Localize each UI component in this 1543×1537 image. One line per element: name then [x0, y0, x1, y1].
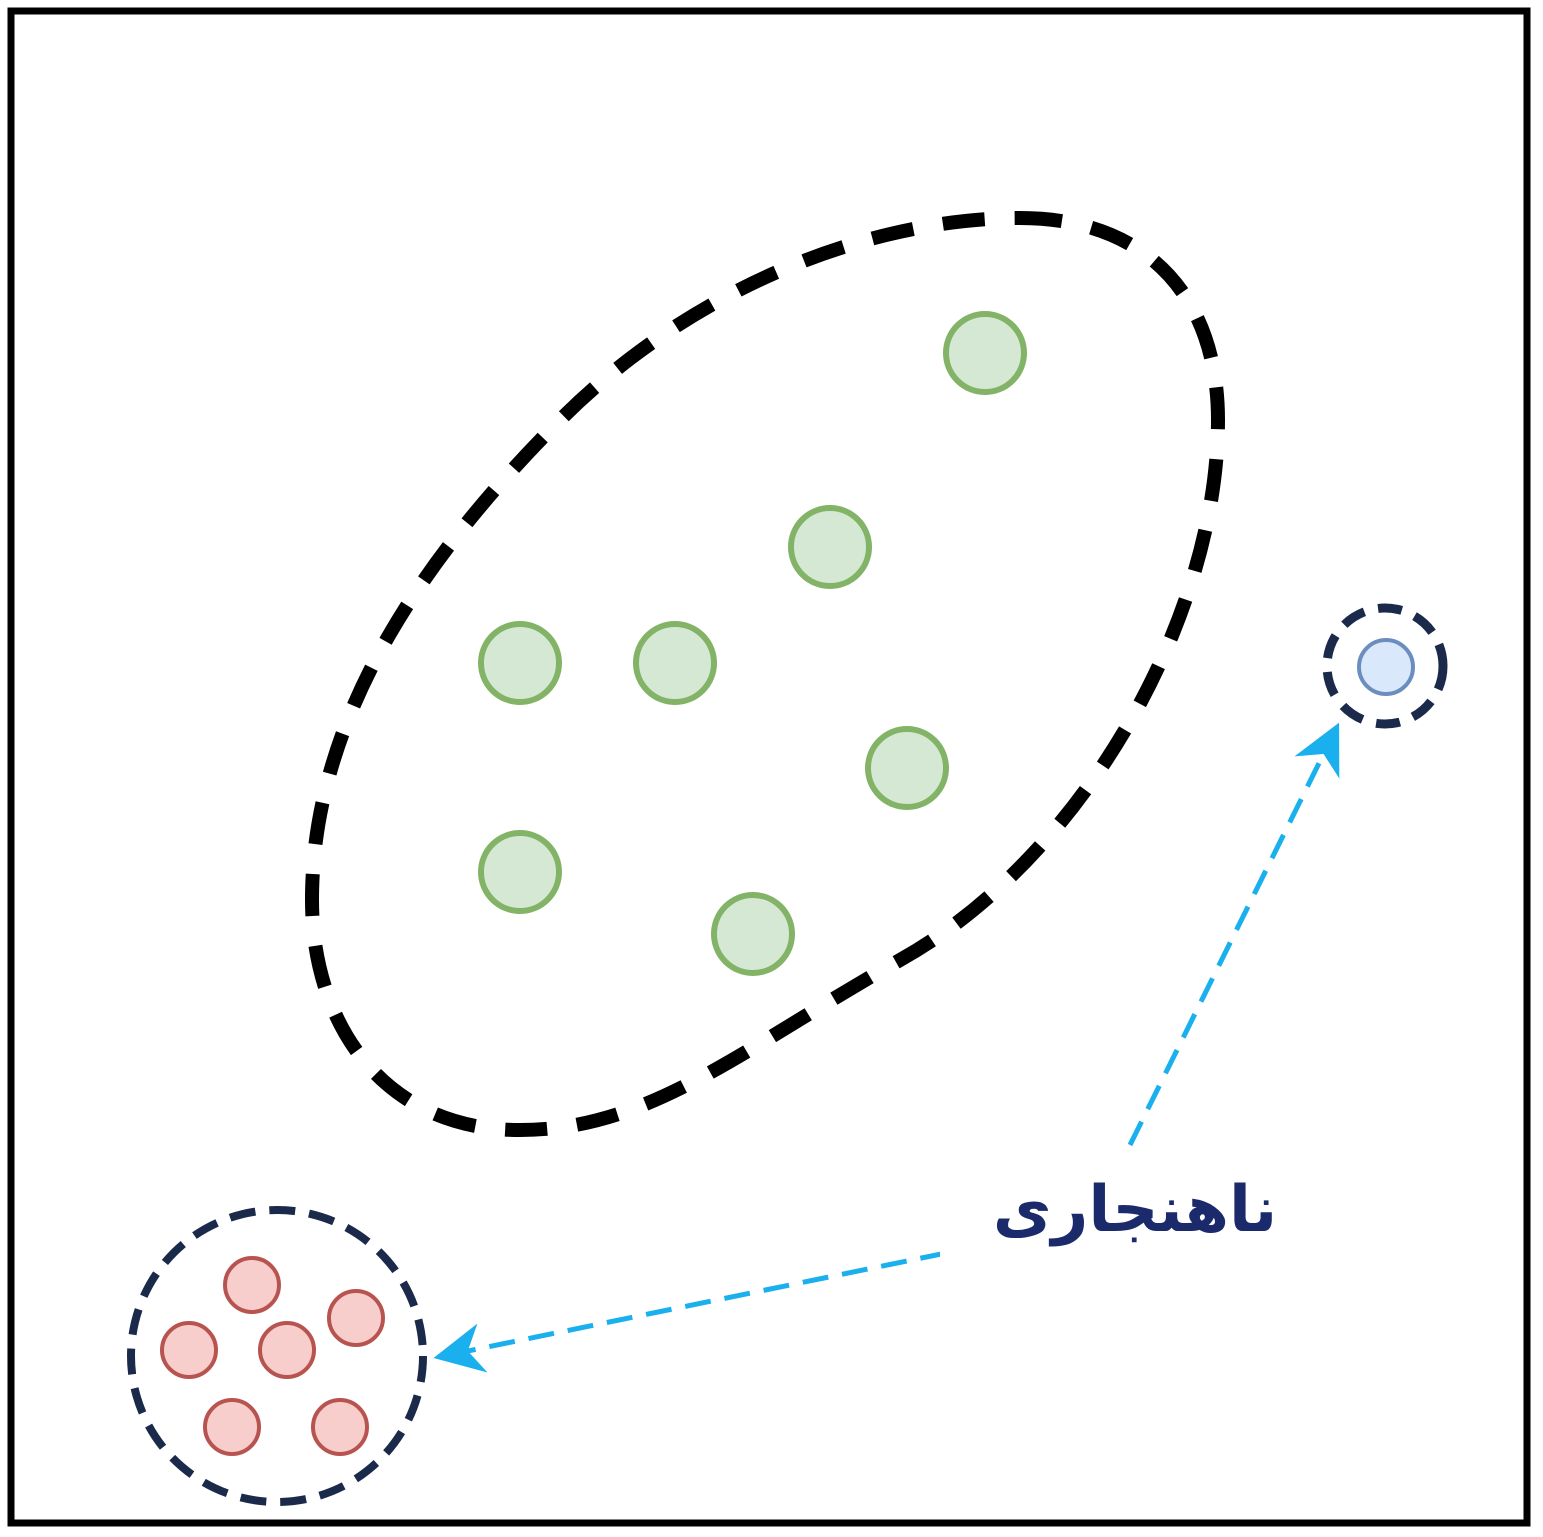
normal-points — [478, 311, 1027, 976]
single-anomaly-point — [1357, 638, 1415, 696]
arrow-to-single-anomaly — [1127, 722, 1340, 1147]
normal-point — [633, 621, 717, 705]
arrow-to-anomaly-group — [433, 1242, 986, 1373]
anomaly-group-point — [223, 1256, 281, 1314]
normal-point — [943, 311, 1027, 395]
anomaly-group-point — [160, 1321, 218, 1379]
normal-point — [788, 505, 872, 589]
anomaly-group-point — [203, 1398, 261, 1456]
normal-point — [865, 726, 949, 810]
anomaly-group-ring — [127, 1206, 427, 1506]
normal-cluster-boundary — [304, 210, 1226, 1138]
single-anomaly-ring — [1322, 603, 1448, 729]
anomaly-group-point — [311, 1398, 369, 1456]
anomaly-group-point — [258, 1321, 316, 1379]
anomaly-group-points — [160, 1256, 385, 1456]
normal-point — [478, 830, 562, 914]
normal-point — [478, 621, 562, 705]
frame-border — [7, 7, 1531, 1527]
normal-point — [711, 892, 795, 976]
anomaly-label: ناهنجاری — [940, 1160, 1330, 1260]
anomaly-group-point — [327, 1289, 385, 1347]
